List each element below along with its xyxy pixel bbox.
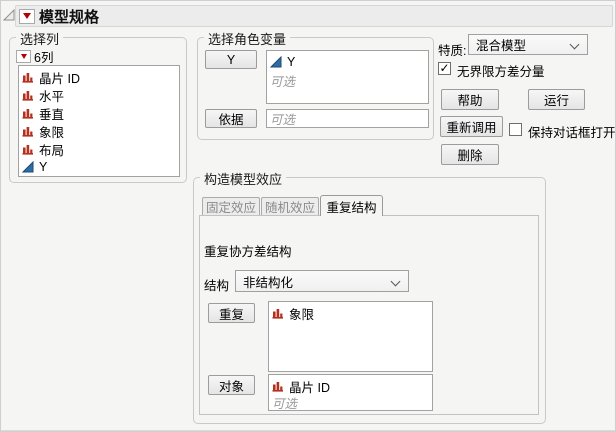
covariance-structure-title: 重复协方差结构 [204,245,292,259]
columns-red-triangle-menu-button[interactable] [16,50,31,63]
y-role-button[interactable]: Y [205,50,257,69]
list-item[interactable]: 垂直 [22,104,176,122]
histogram-icon [272,309,283,319]
column-name: 象限 [39,125,65,140]
columns-listbox[interactable]: 晶片 ID 水平 垂直 象限 布局 Y [18,65,180,177]
y-role-listbox[interactable]: Y 可选 [266,50,429,104]
tab-repeated-structure[interactable]: 重复结构 [320,195,383,216]
column-count-label: 6列 [34,51,54,65]
tab-random-effects[interactable]: 随机效应 [261,197,319,215]
repeated-item-name: 象限 [289,307,315,322]
histogram-icon [22,145,33,155]
optional-placeholder: 可选 [270,113,296,127]
red-triangle-menu-button[interactable] [19,8,35,24]
structure-label: 结构 [204,279,230,293]
pick-roles-legend: 选择角色变量 [204,29,291,48]
chevron-down-icon [390,276,401,287]
structure-select[interactable]: 非结构化 [235,270,409,292]
histogram-icon [22,73,33,83]
outline-title-bar: 模型规格 [15,5,613,27]
unbounded-variance-checkbox-row[interactable]: ✓ 无界限方差分量 [438,62,545,80]
keep-dialog-open-checkbox-row[interactable]: 保持对话框打开 [509,123,616,141]
help-button[interactable]: 帮助 [441,89,499,110]
histogram-icon [272,382,283,392]
optional-placeholder: 可选 [270,74,296,89]
column-name: 晶片 ID [39,71,80,86]
by-role-listbox[interactable]: 可选 [266,109,429,128]
column-name: 布局 [39,143,65,158]
optional-placeholder: 可选 [272,397,298,411]
subject-item-name: 晶片 ID [289,380,330,395]
list-item[interactable]: 象限 [22,122,176,140]
page-title: 模型规格 [39,8,100,26]
by-role-button[interactable]: 依据 [205,109,257,128]
list-item[interactable]: Y [270,53,425,71]
continuous-icon [22,161,34,173]
list-item[interactable]: 晶片 ID [272,377,429,395]
red-triangle-icon [20,54,27,59]
select-columns-group: 选择列 6列 晶片 ID 水平 垂直 象限 布局 [9,29,187,183]
personality-label: 特质: [438,44,467,58]
list-item[interactable]: 布局 [22,140,176,158]
column-name: 水平 [39,89,65,104]
repeated-button[interactable]: 重复 [208,303,255,323]
pick-roles-group: 选择角色变量 Y Y 可选 依据 可选 [197,29,434,140]
histogram-icon [22,127,33,137]
subject-listbox[interactable]: 晶片 ID 可选 [268,374,433,411]
keep-dialog-open-label: 保持对话框打开 [528,126,616,140]
chevron-down-icon [569,39,580,50]
structure-value: 非结构化 [243,275,294,290]
checkmark-icon: ✓ [439,61,450,75]
remove-button[interactable]: 删除 [441,144,499,165]
run-button[interactable]: 运行 [528,89,585,110]
subject-button[interactable]: 对象 [208,375,255,395]
continuous-icon [270,56,282,68]
construct-effects-group: 构造模型效应 [193,169,546,424]
list-item[interactable]: 象限 [272,304,429,322]
list-item[interactable]: 水平 [22,86,176,104]
recall-button[interactable]: 重新调用 [440,116,503,137]
construct-effects-legend: 构造模型效应 [200,169,287,188]
list-item[interactable]: Y [22,158,176,176]
column-name: Y [39,160,48,174]
personality-value: 混合模型 [476,39,527,53]
role-item-name: Y [287,55,296,69]
histogram-icon [22,109,33,119]
red-triangle-icon [23,13,31,19]
unbounded-variance-label: 无界限方差分量 [457,65,545,79]
repeated-listbox[interactable]: 象限 [268,301,433,372]
disclosure-triangle-icon[interactable] [3,9,15,21]
tab-fixed-effects[interactable]: 固定效应 [202,197,260,215]
personality-select[interactable]: 混合模型 [468,34,588,55]
histogram-icon [22,91,33,101]
select-columns-legend: 选择列 [16,29,64,48]
list-item[interactable]: 晶片 ID [22,68,176,86]
bottom-divider [1,430,615,431]
checkbox-unchecked[interactable] [509,123,522,136]
checkbox-checked[interactable]: ✓ [438,62,451,75]
column-name: 垂直 [39,107,65,122]
